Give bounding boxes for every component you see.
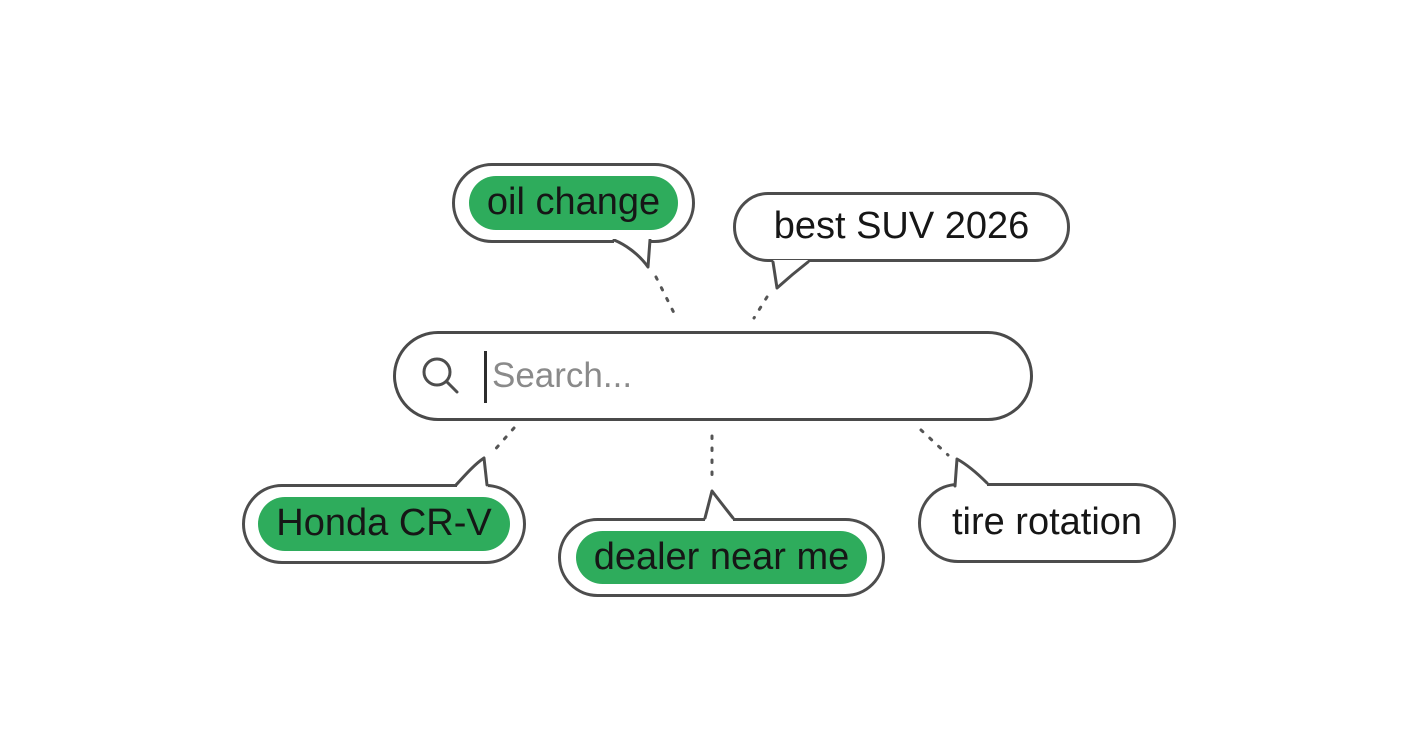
suggestion-bubble-oil-change[interactable]: oil change [452, 163, 695, 243]
connector-tire-rotation [919, 428, 950, 457]
suggestion-bubble-tire-rotation[interactable]: tire rotation [918, 483, 1176, 563]
suggestion-chip: oil change [468, 176, 679, 230]
suggestion-chip: tire rotation [951, 501, 1143, 544]
search-icon[interactable] [420, 355, 462, 397]
suggestion-chip: Honda CR-V [258, 497, 510, 551]
suggestion-chip: best SUV 2026 [773, 205, 1030, 248]
text-cursor [484, 351, 487, 403]
search-bar [393, 331, 1033, 421]
connector-honda-crv [490, 426, 516, 455]
suggestion-bubble-best-suv-2026[interactable]: best SUV 2026 [733, 192, 1070, 262]
bubble-tail-honda-cr-v [454, 456, 489, 487]
suggestion-bubble-honda-cr-v[interactable]: Honda CR-V [242, 484, 526, 564]
suggestion-bubble-dealer-near-me[interactable]: dealer near me [558, 518, 885, 597]
search-input[interactable] [396, 334, 1030, 418]
suggestion-chip: dealer near me [575, 530, 868, 585]
bubble-tail-dealer-near-me [703, 489, 735, 521]
connector-oil-change [654, 275, 678, 319]
connector-best-suv [752, 295, 769, 320]
bubble-tail-best-suv-2026 [771, 260, 810, 290]
bubble-tail-oil-change [612, 239, 652, 269]
